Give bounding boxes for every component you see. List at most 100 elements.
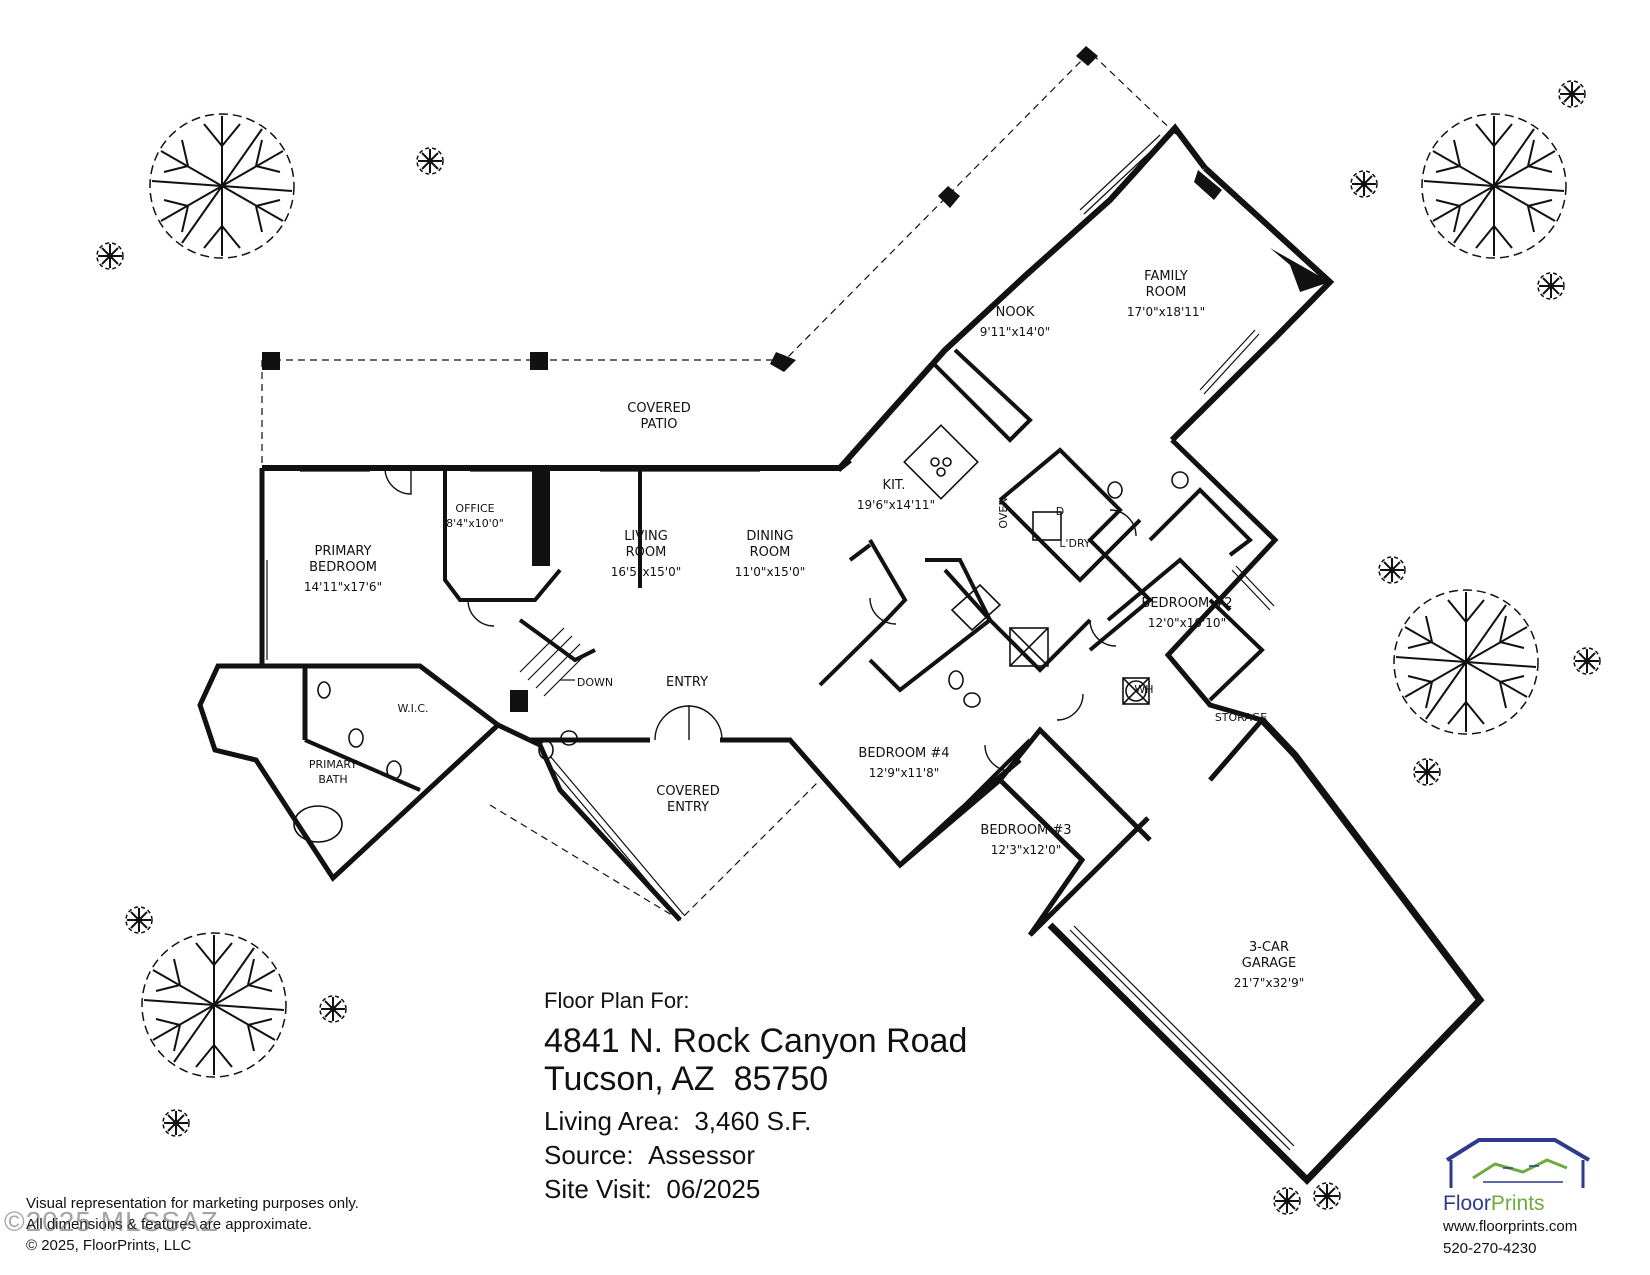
primary-bedroom-label: PRIMARY (315, 544, 372, 559)
address-line-1: 4841 N. Rock Canyon Road (544, 1022, 968, 1060)
toilet-icon (948, 670, 964, 690)
office-dimensions: 8'4"x10'0" (446, 517, 504, 530)
bathtub-icon (950, 583, 1002, 632)
tree-icon (1421, 113, 1567, 259)
bedroom-4-label: BEDROOM #4 (858, 746, 949, 761)
living-room-dimensions: 16'5"x15'0" (611, 565, 682, 579)
disclaimer: Visual representation for marketing purp… (26, 1193, 359, 1256)
copyright-line: © 2025, FloorPrints, LLC (26, 1237, 192, 1254)
nook-dimensions: 9'11"x14'0" (980, 325, 1051, 339)
primary-bedroom-dimensions: 14'11"x17'6" (304, 580, 382, 594)
shrub-icon (319, 995, 347, 1023)
office-label: OFFICE (455, 502, 494, 515)
brand-name-prints: Prints (1490, 1192, 1545, 1215)
site-visit-value: 06/2025 (666, 1174, 761, 1204)
shrub-icon (1313, 1182, 1341, 1210)
water-heater-label: WH (1134, 683, 1153, 696)
brand-name: FloorPrints (1443, 1192, 1633, 1216)
brand-website[interactable]: www.floorprints.com (1443, 1218, 1578, 1235)
property-info: Floor Plan For: 4841 N. Rock Canyon Road… (544, 988, 967, 1206)
entry-label: ENTRY (666, 675, 708, 690)
primary-bedroom-label-2: BEDROOM (309, 560, 377, 575)
room-labels: COVERED PATIO NOOK 9'11"x14'0" FAMILY RO… (304, 269, 1304, 990)
laundry-label: L'DRY (1059, 537, 1091, 550)
solid-masses (510, 170, 1330, 712)
cooktop-burner-icon (930, 457, 940, 467)
garage-label: 3-CAR (1249, 940, 1289, 955)
shrub-icon (162, 1109, 190, 1137)
living-area-value: 3,460 S.F. (694, 1106, 812, 1136)
shrub-icon (1573, 647, 1601, 675)
family-room-label-2: ROOM (1146, 285, 1187, 300)
windows (261, 134, 1295, 1151)
covered-patio-label: COVERED (627, 401, 690, 416)
dining-room-label-2: ROOM (750, 545, 791, 560)
brand-name-floor: Floor (1443, 1192, 1491, 1215)
dining-room-label: DINING (746, 529, 793, 544)
bedroom-2-dimensions: 12'0"x10'10" (1148, 616, 1226, 630)
shrub-icon (1350, 170, 1378, 198)
sink-icon (560, 730, 578, 746)
garage-label-2: GARAGE (1242, 956, 1296, 971)
bathtub-icon (293, 805, 343, 843)
watermark: ©2025 MLSSAZ (4, 1206, 219, 1237)
down-label: DOWN (577, 676, 613, 689)
address-line-2: Tucson, AZ 85750 (544, 1060, 829, 1098)
oven-label: OVEN (997, 497, 1010, 528)
house-logo-icon (1445, 1138, 1591, 1188)
shrub-icon (416, 147, 444, 175)
shrub-icon (1558, 80, 1586, 108)
floor-plan-heading: Floor Plan For: (544, 988, 690, 1013)
sink-icon (348, 728, 364, 748)
kitchen-dimensions: 19'6"x14'11" (857, 498, 935, 512)
living-room-label-2: ROOM (626, 545, 667, 560)
tree-icon (141, 932, 287, 1078)
living-area-row: Living Area: 3,460 S.F. (544, 1104, 967, 1138)
family-room-dimensions: 17'0"x18'11" (1127, 305, 1205, 319)
sink-icon (1171, 471, 1189, 489)
dryer-label: D (1056, 505, 1064, 518)
cooktop-burner-icon (942, 457, 952, 467)
covered-entry-label-2: ENTRY (667, 800, 709, 815)
dining-room-dimensions: 11'0"x15'0" (735, 565, 806, 579)
site-visit-row: Site Visit: 06/2025 (544, 1172, 967, 1206)
disclaimer-line-1: Visual representation for marketing purp… (26, 1195, 359, 1212)
bedroom-4-dimensions: 12'9"x11'8" (869, 766, 940, 780)
bedroom-3-dimensions: 12'3"x12'0" (991, 843, 1062, 857)
cooktop-burner-icon (936, 467, 946, 477)
covered-entry-label: COVERED (656, 784, 719, 799)
disclaimer-line-2: All dimensions & features are approximat… (26, 1216, 312, 1233)
storage-label: STORAGE (1215, 711, 1267, 724)
shrub-icon (1378, 556, 1406, 584)
wic-label: W.I.C. (397, 702, 428, 715)
bedroom-3-label: BEDROOM #3 (980, 823, 1071, 838)
shrub-icon (1413, 758, 1441, 786)
fixtures (293, 424, 1189, 843)
tree-icon (1393, 589, 1539, 735)
washer-icon (1032, 511, 1062, 541)
tree-icon (149, 113, 295, 259)
patio-posts (262, 46, 1098, 372)
sink-icon (963, 692, 981, 708)
brand-phone: 520-270-4230 (1443, 1240, 1537, 1257)
source-label: Source: (544, 1140, 634, 1170)
kitchen-label: KIT. (883, 478, 906, 493)
patio-outline (261, 51, 1181, 921)
entry-door (654, 705, 690, 741)
brand-block: FloorPrints www.floorprints.com 520-270-… (1443, 1138, 1633, 1260)
bedroom-2-label: BEDROOM #2 (1141, 596, 1232, 611)
building-walls (197, 123, 1485, 1185)
water-heater-icon (1122, 677, 1150, 705)
site-visit-label: Site Visit: (544, 1174, 652, 1204)
primary-bath-label: PRIMARY (309, 758, 357, 771)
shrub-icon (96, 242, 124, 270)
shrub-icon (125, 906, 153, 934)
shrub-icon (1273, 1187, 1301, 1215)
primary-bath-label-2: BATH (318, 773, 347, 786)
stairs (519, 627, 589, 697)
shower-icon (1009, 627, 1049, 667)
living-room-label: LIVING (624, 529, 668, 544)
nook-label: NOOK (996, 305, 1035, 320)
toilet-icon (538, 740, 554, 760)
